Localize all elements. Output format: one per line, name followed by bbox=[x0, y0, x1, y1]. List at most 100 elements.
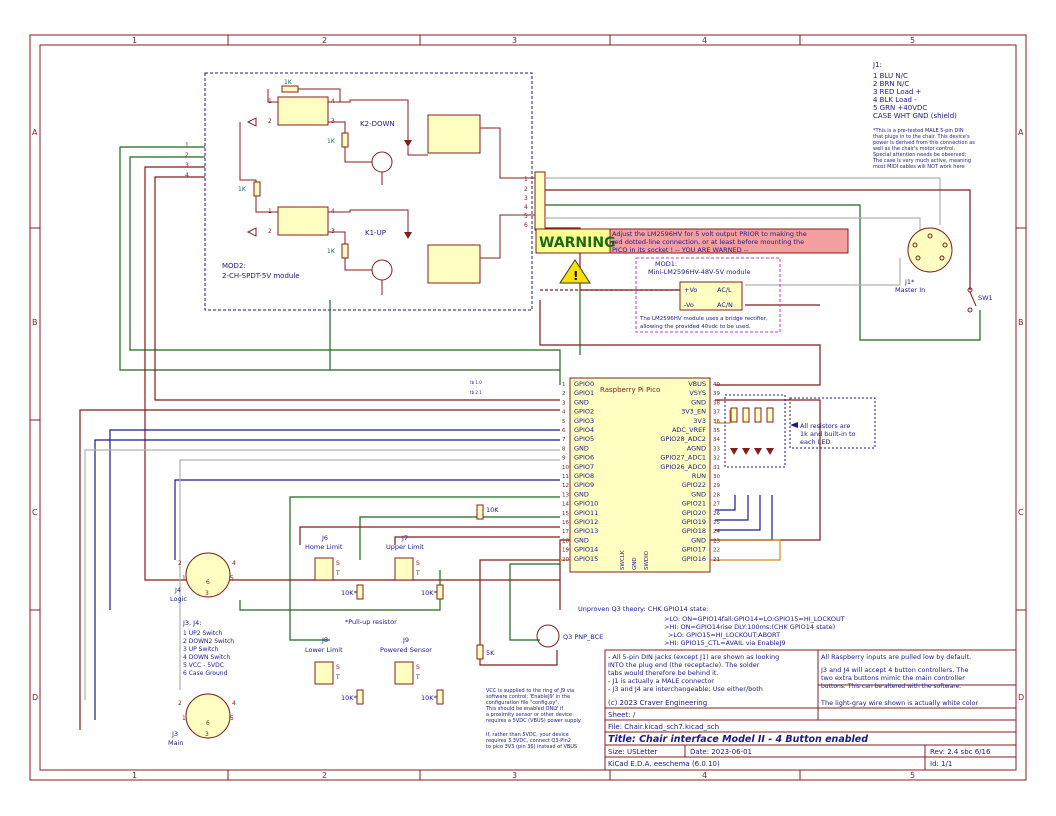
pico-pin-number: 5 bbox=[562, 419, 566, 425]
svg-text:1K: 1K bbox=[327, 248, 336, 255]
svg-text:>HI: GPIO15_CTL=AVAIL via Enab: >HI: GPIO15_CTL=AVAIL via EnableJ9 bbox=[664, 639, 786, 647]
svg-text:SWCLK: SWCLK bbox=[620, 550, 626, 570]
svg-text:red dotted-line connection, or: red dotted-line connection, or at least … bbox=[612, 238, 804, 246]
j1-master-in: J1* Master In SW1 bbox=[895, 227, 993, 313]
pico-pin-number: 13 bbox=[562, 492, 569, 498]
svg-text:The light-gray wire shown is a: The light-gray wire shown is actually wh… bbox=[820, 699, 978, 707]
pico-pin-number: 28 bbox=[713, 492, 720, 498]
pico-pin-number: 24 bbox=[713, 529, 720, 535]
svg-text:This should be enabled ONLY if: This should be enabled ONLY if bbox=[485, 706, 563, 712]
svg-text:All Raspberry inputs are pulle: All Raspberry inputs are pulled low by d… bbox=[821, 653, 971, 661]
mod1-power-module: MOD1: Mini-LM2596HV-48V-5V module +Vo -V… bbox=[635, 257, 781, 333]
svg-text:Mini-LM2596HV-48V-5V module: Mini-LM2596HV-48V-5V module bbox=[648, 268, 750, 276]
svg-text:J7: J7 bbox=[401, 534, 408, 542]
svg-text:KiCad E.D.A. eeschema (6.0.10: KiCad E.D.A. eeschema (6.0.10) bbox=[608, 760, 720, 768]
svg-text:Size: USLetter: Size: USLetter bbox=[608, 748, 657, 756]
row-label: B bbox=[32, 318, 38, 327]
svg-text:If, rather than 5VDC, your dev: If, rather than 5VDC, your device bbox=[486, 732, 569, 738]
mod2-relay-module: MOD2: 2-CH-SPDT-5V module 1 2 4 3 1 2 4 … bbox=[185, 72, 546, 311]
pico-pin-label: GPIO16 bbox=[682, 555, 706, 563]
svg-text:2: 2 bbox=[178, 560, 182, 567]
svg-text:tabs would therefore be behind: tabs would therefore be behind it. bbox=[608, 669, 719, 677]
svg-text:2: 2 bbox=[185, 152, 189, 159]
svg-text:VCC is supplied to the ring of: VCC is supplied to the ring of J9 via bbox=[486, 688, 574, 694]
row-label: A bbox=[1018, 128, 1024, 137]
svg-text:+Vo: +Vo bbox=[684, 286, 697, 294]
row-label: D bbox=[32, 693, 38, 702]
svg-text:2: 2 bbox=[524, 186, 528, 193]
svg-text:The case is very much active,: The case is very much active, meaning bbox=[872, 158, 971, 164]
svg-text:3: 3 bbox=[205, 590, 209, 597]
title-text: Title: Chair interface Model II - 4 Butt… bbox=[608, 734, 868, 745]
svg-text:AC/L: AC/L bbox=[717, 286, 732, 294]
svg-text:6 Case Ground: 6 Case Ground bbox=[183, 670, 228, 677]
svg-text:2: 2 bbox=[178, 700, 182, 707]
svg-text:SW1: SW1 bbox=[978, 294, 993, 302]
pico-pin-number: 33 bbox=[713, 446, 720, 452]
svg-text:1: 1 bbox=[182, 715, 186, 722]
q3-transistor: Q3 PNP_BCE Unproven Q3 theory: CHK GPIO1… bbox=[536, 605, 845, 648]
col-label: 5 bbox=[910, 771, 915, 780]
svg-text:S: S bbox=[416, 560, 420, 567]
col-label: 5 bbox=[910, 36, 915, 45]
svg-text:Powered Sensor: Powered Sensor bbox=[380, 646, 432, 654]
svg-text:each LED: each LED bbox=[800, 438, 830, 446]
svg-text:that plugs in to the chair. Th: that plugs in to the chair. This device'… bbox=[873, 134, 970, 140]
svg-text:2 DOWN2 Switch: 2 DOWN2 Switch bbox=[183, 638, 234, 645]
pico-pin-number: 32 bbox=[713, 456, 720, 462]
relay-k2-label: K2-DOWN bbox=[360, 120, 395, 128]
j1-pinout-note: J1: 1 BLU N/C 2 BRN N/C 3 RED Load + 4 B… bbox=[872, 61, 975, 170]
pico-pin-number: 16 bbox=[562, 520, 569, 526]
col-label: 3 bbox=[512, 36, 517, 45]
svg-text:4: 4 bbox=[232, 700, 236, 707]
pico-pin-label: GND bbox=[691, 536, 706, 544]
raspberry-pi-pico: Raspberry Pi Pico GPIO01GPIO12GND3GPIO24… bbox=[470, 377, 720, 573]
svg-text:requires 3.3VDC, connect Q3-Pi: requires 3.3VDC, connect Q3-Pin2 bbox=[486, 738, 571, 744]
svg-text:10K*: 10K* bbox=[421, 589, 438, 597]
svg-text:Adjust the LM2596HV for 5 volt: Adjust the LM2596HV for 5 volt output PR… bbox=[612, 230, 807, 238]
sheet-frame bbox=[29, 34, 1027, 781]
svg-text:software control; 'EnableJ9' i: software control; 'EnableJ9' in the bbox=[486, 694, 570, 700]
pico-pin-number: 38 bbox=[713, 400, 720, 406]
pico-pin-label: 3V3 bbox=[693, 417, 706, 425]
svg-text:allowing the provided 40vdc to: allowing the provided 40vdc to be used. bbox=[640, 324, 751, 330]
pico-pin-number: 1 bbox=[562, 382, 566, 388]
pico-pin-label: GND bbox=[574, 444, 589, 452]
pico-pin-number: 29 bbox=[713, 483, 720, 489]
led-array: All resistors are 1k and built-in to eac… bbox=[724, 394, 876, 468]
pico-pin-number: 7 bbox=[562, 437, 566, 443]
svg-text:a proximity sensor or other de: a proximity sensor or other device bbox=[486, 712, 572, 718]
pico-pin-label: VBUS bbox=[688, 380, 706, 388]
pico-pin-label: GPIO22 bbox=[682, 481, 706, 489]
svg-text:MOD1:: MOD1: bbox=[655, 260, 677, 268]
pico-pin-number: 15 bbox=[562, 511, 569, 517]
mod2-ref: MOD2: bbox=[222, 262, 246, 270]
svg-text:Sheet: /: Sheet: / bbox=[608, 711, 636, 719]
svg-text:5K: 5K bbox=[486, 649, 495, 657]
svg-text:3: 3 bbox=[185, 162, 189, 169]
svg-text:3: 3 bbox=[205, 731, 209, 738]
svg-text:6: 6 bbox=[206, 579, 210, 586]
pico-pin-number: 8 bbox=[562, 446, 566, 452]
pico-pin-number: 2 bbox=[562, 391, 566, 397]
wiring bbox=[79, 146, 981, 730]
svg-text:INTO the plug end (the recepta: INTO the plug end (the receptacle). The … bbox=[608, 661, 760, 669]
svg-text:tb 1.0: tb 1.0 bbox=[470, 380, 482, 385]
pico-pin-number: 22 bbox=[713, 548, 720, 554]
pico-title: Raspberry Pi Pico bbox=[600, 386, 660, 394]
svg-text:4: 4 bbox=[185, 172, 189, 179]
svg-text:T: T bbox=[335, 570, 340, 577]
svg-text:- J1 is actually a MALE connec: - J1 is actually a MALE connector bbox=[608, 677, 714, 685]
svg-text:Home Limit: Home Limit bbox=[305, 543, 343, 551]
svg-text:to pico 3V3 (pin 36) instead o: to pico 3V3 (pin 36) instead of VBUS bbox=[486, 744, 577, 750]
pico-pin-label: GPIO10 bbox=[574, 500, 598, 508]
pico-pin-number: 9 bbox=[562, 456, 566, 462]
pico-pin-number: 23 bbox=[713, 538, 720, 544]
svg-text:1: 1 bbox=[524, 176, 528, 183]
pico-pin-label: GPIO8 bbox=[574, 472, 594, 480]
svg-text:SWDIO: SWDIO bbox=[644, 550, 650, 570]
svg-text:10K*: 10K* bbox=[341, 694, 358, 702]
row-label: C bbox=[32, 508, 38, 517]
svg-text:S: S bbox=[336, 560, 340, 567]
svg-text:>HI: ON=GPIO14rise DLY:100ms:(: >HI: ON=GPIO14rise DLY:100ms:(CHK GPIO14… bbox=[664, 623, 835, 631]
